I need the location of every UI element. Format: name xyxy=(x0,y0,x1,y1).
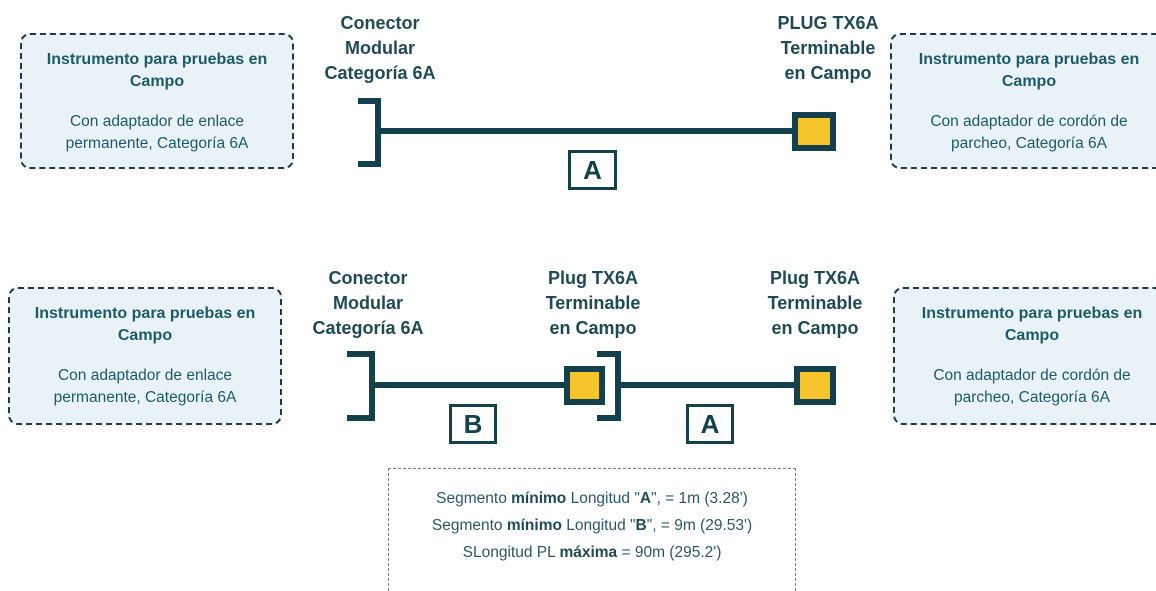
note-text: Segmento xyxy=(431,517,507,534)
label-line: Conector xyxy=(340,13,420,33)
tester-box-title: Instrumento para pruebas en Campo xyxy=(921,305,1143,344)
tester-box-patch-cord: Instrumento para pruebas en Campo Con ad… xyxy=(890,33,1156,169)
label-line: en Campo xyxy=(771,318,859,338)
label-line: Plug TX6A xyxy=(547,268,638,288)
modular-connector-bracket xyxy=(358,98,381,167)
note-bold: A xyxy=(639,490,652,507)
segment-label-a-2: A xyxy=(686,404,734,444)
note-bold: máxima xyxy=(559,544,618,561)
tester-box-subtitle: Con adaptador de enlace permanente, Cate… xyxy=(65,113,249,152)
tester-box-subtitle: Con adaptador de enlace permanente, Cate… xyxy=(53,367,237,406)
label-line: Conector xyxy=(328,268,408,288)
label-line: en Campo xyxy=(784,63,872,83)
segment-label-b: B xyxy=(449,404,497,444)
label-line: Terminable xyxy=(545,293,641,313)
length-notes: Segmento mínimo Longitud "A", = 1m (3.28… xyxy=(388,468,796,591)
note-text: ", = 9m (29.53') xyxy=(646,517,753,534)
plug-tx6a xyxy=(792,112,836,151)
label-line: PLUG TX6A xyxy=(777,13,879,33)
tester-box-subtitle: Con adaptador de cordón de parcheo, Cate… xyxy=(930,113,1128,152)
tester-box-title: Instrumento para pruebas en Campo xyxy=(46,51,268,90)
tester-box-title: Instrumento para pruebas en Campo xyxy=(34,305,256,344)
note-line: SLongitud PL máxima = 90m (295.2') xyxy=(389,539,795,566)
note-text: = 90m (295.2') xyxy=(617,544,722,561)
note-line: Segmento mínimo Longitud "A", = 1m (3.28… xyxy=(389,485,795,512)
connector-label: Conector Modular Categoría 6A xyxy=(290,11,470,86)
note-bold: mínimo xyxy=(511,490,567,507)
mid-plug-label: Plug TX6A Terminable en Campo xyxy=(498,266,688,341)
note-text: ", = 1m (3.28') xyxy=(651,490,748,507)
plug-label-2: Plug TX6A Terminable en Campo xyxy=(720,266,910,341)
note-line: Segmento mínimo Longitud "B", = 9m (29.5… xyxy=(389,512,795,539)
note-text: Longitud " xyxy=(566,490,640,507)
tester-box-permanent-link-2: Instrumento para pruebas en Campo Con ad… xyxy=(8,287,282,425)
label-line: Modular xyxy=(345,38,415,58)
label-line: Categoría 6A xyxy=(324,63,436,83)
note-bold: mínimo xyxy=(506,517,562,534)
label-line: Terminable xyxy=(767,293,863,313)
mid-plug-tx6a xyxy=(564,366,605,405)
segment-label-a: A xyxy=(568,150,617,190)
label-line: en Campo xyxy=(549,318,637,338)
label-line: Plug TX6A xyxy=(769,268,860,288)
label-line: Modular xyxy=(333,293,403,313)
note-bold: B xyxy=(635,517,647,534)
connector-label-2: Conector Modular Categoría 6A xyxy=(278,266,458,341)
plug-label: PLUG TX6A Terminable en Campo xyxy=(728,11,928,86)
note-text: Segmento xyxy=(436,490,512,507)
tester-box-title: Instrumento para pruebas en Campo xyxy=(918,51,1140,90)
tester-box-subtitle: Con adaptador de cordón de parcheo, Cate… xyxy=(933,367,1131,406)
note-text: SLongitud PL xyxy=(462,544,560,561)
plug-tx6a-2 xyxy=(794,366,836,405)
tester-box-permanent-link: Instrumento para pruebas en Campo Con ad… xyxy=(20,33,294,169)
tester-box-patch-cord-2: Instrumento para pruebas en Campo Con ad… xyxy=(893,287,1156,425)
label-line: Terminable xyxy=(780,38,876,58)
note-text: Longitud " xyxy=(561,517,636,534)
label-line: Categoría 6A xyxy=(312,318,424,338)
modular-connector-bracket-2 xyxy=(347,351,375,421)
